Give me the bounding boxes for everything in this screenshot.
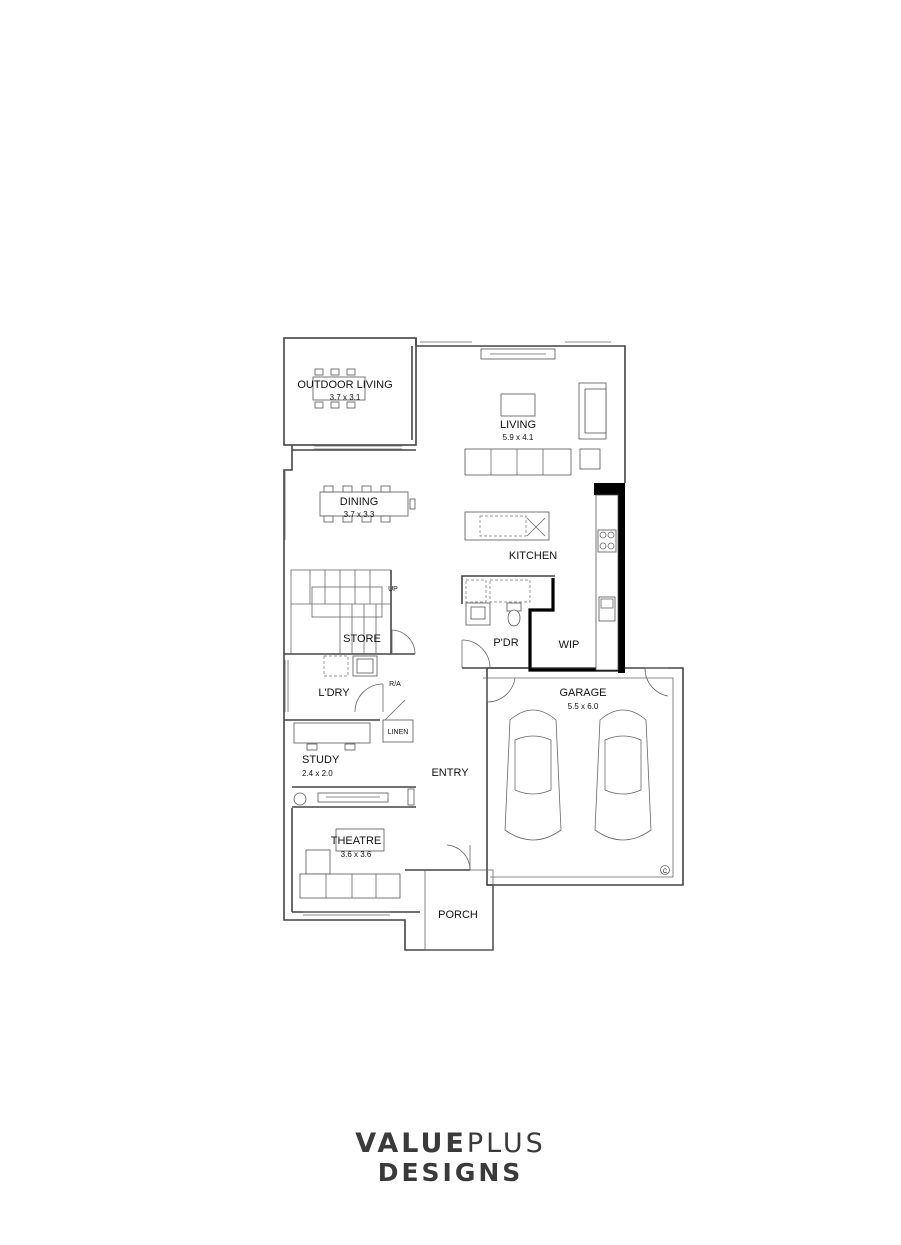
room-label-laundry: L'DRY — [318, 687, 350, 699]
theatre-furniture — [293, 788, 415, 899]
brand-word-value: VALUE — [355, 1128, 467, 1159]
windows — [284, 341, 611, 916]
room-size-living: 5.9 x 4.1 — [503, 433, 534, 442]
car-left — [504, 709, 562, 841]
room-label-store: STORE — [343, 633, 381, 645]
outdoor-dining-table — [312, 368, 366, 409]
room-size-theatre: 3.6 x 3.6 — [341, 850, 372, 859]
laundry-fixtures — [323, 655, 414, 743]
room-size-garage: 5.5 x 6.0 — [568, 702, 599, 711]
room-size-outdoor-living: 3.7 x 3.1 — [330, 393, 361, 402]
exterior-walls — [283, 337, 684, 951]
stairs — [309, 570, 383, 654]
brand-logo-line2: DESIGNS — [377, 1158, 524, 1187]
brand-logo-line1: VALUEPLUS — [0, 1128, 901, 1159]
kitchen-wip-heavy-wall — [528, 483, 625, 673]
door-swings — [354, 629, 669, 871]
powder-room-fixtures — [465, 579, 531, 627]
room-label-kitchen: KITCHEN — [509, 550, 557, 562]
living-furniture — [464, 348, 607, 476]
room-label-study: STUDY — [302, 754, 340, 766]
room-label-outdoor-living: OUTDOOR LIVING — [297, 379, 392, 391]
stair-up-marker: UP — [388, 586, 398, 593]
garage-symbol-circle — [660, 865, 670, 875]
room-label-living: LIVING — [500, 419, 536, 431]
room-label-linen: LINEN — [388, 729, 409, 736]
garage-symbol-text: C — [663, 869, 668, 875]
room-label-dining: DINING — [340, 496, 379, 508]
study-desk — [293, 722, 371, 751]
dining-table — [319, 485, 416, 523]
room-label-theatre: THEATRE — [331, 835, 382, 847]
room-label-porch: PORCH — [438, 909, 478, 921]
car-right — [594, 709, 652, 841]
room-label-pdr: P'DR — [493, 637, 518, 649]
brand-word-plus: PLUS — [466, 1128, 546, 1159]
kitchen-bench — [595, 494, 619, 671]
room-label-entry: ENTRY — [431, 767, 469, 779]
room-label-ra: R/A — [389, 681, 401, 688]
room-size-dining: 3.7 x 3.3 — [344, 510, 375, 519]
room-label-wip: WIP — [559, 639, 580, 651]
room-label-garage: GARAGE — [559, 687, 606, 699]
kitchen-island — [464, 511, 550, 541]
room-size-study: 2.4 x 2.0 — [302, 769, 333, 778]
